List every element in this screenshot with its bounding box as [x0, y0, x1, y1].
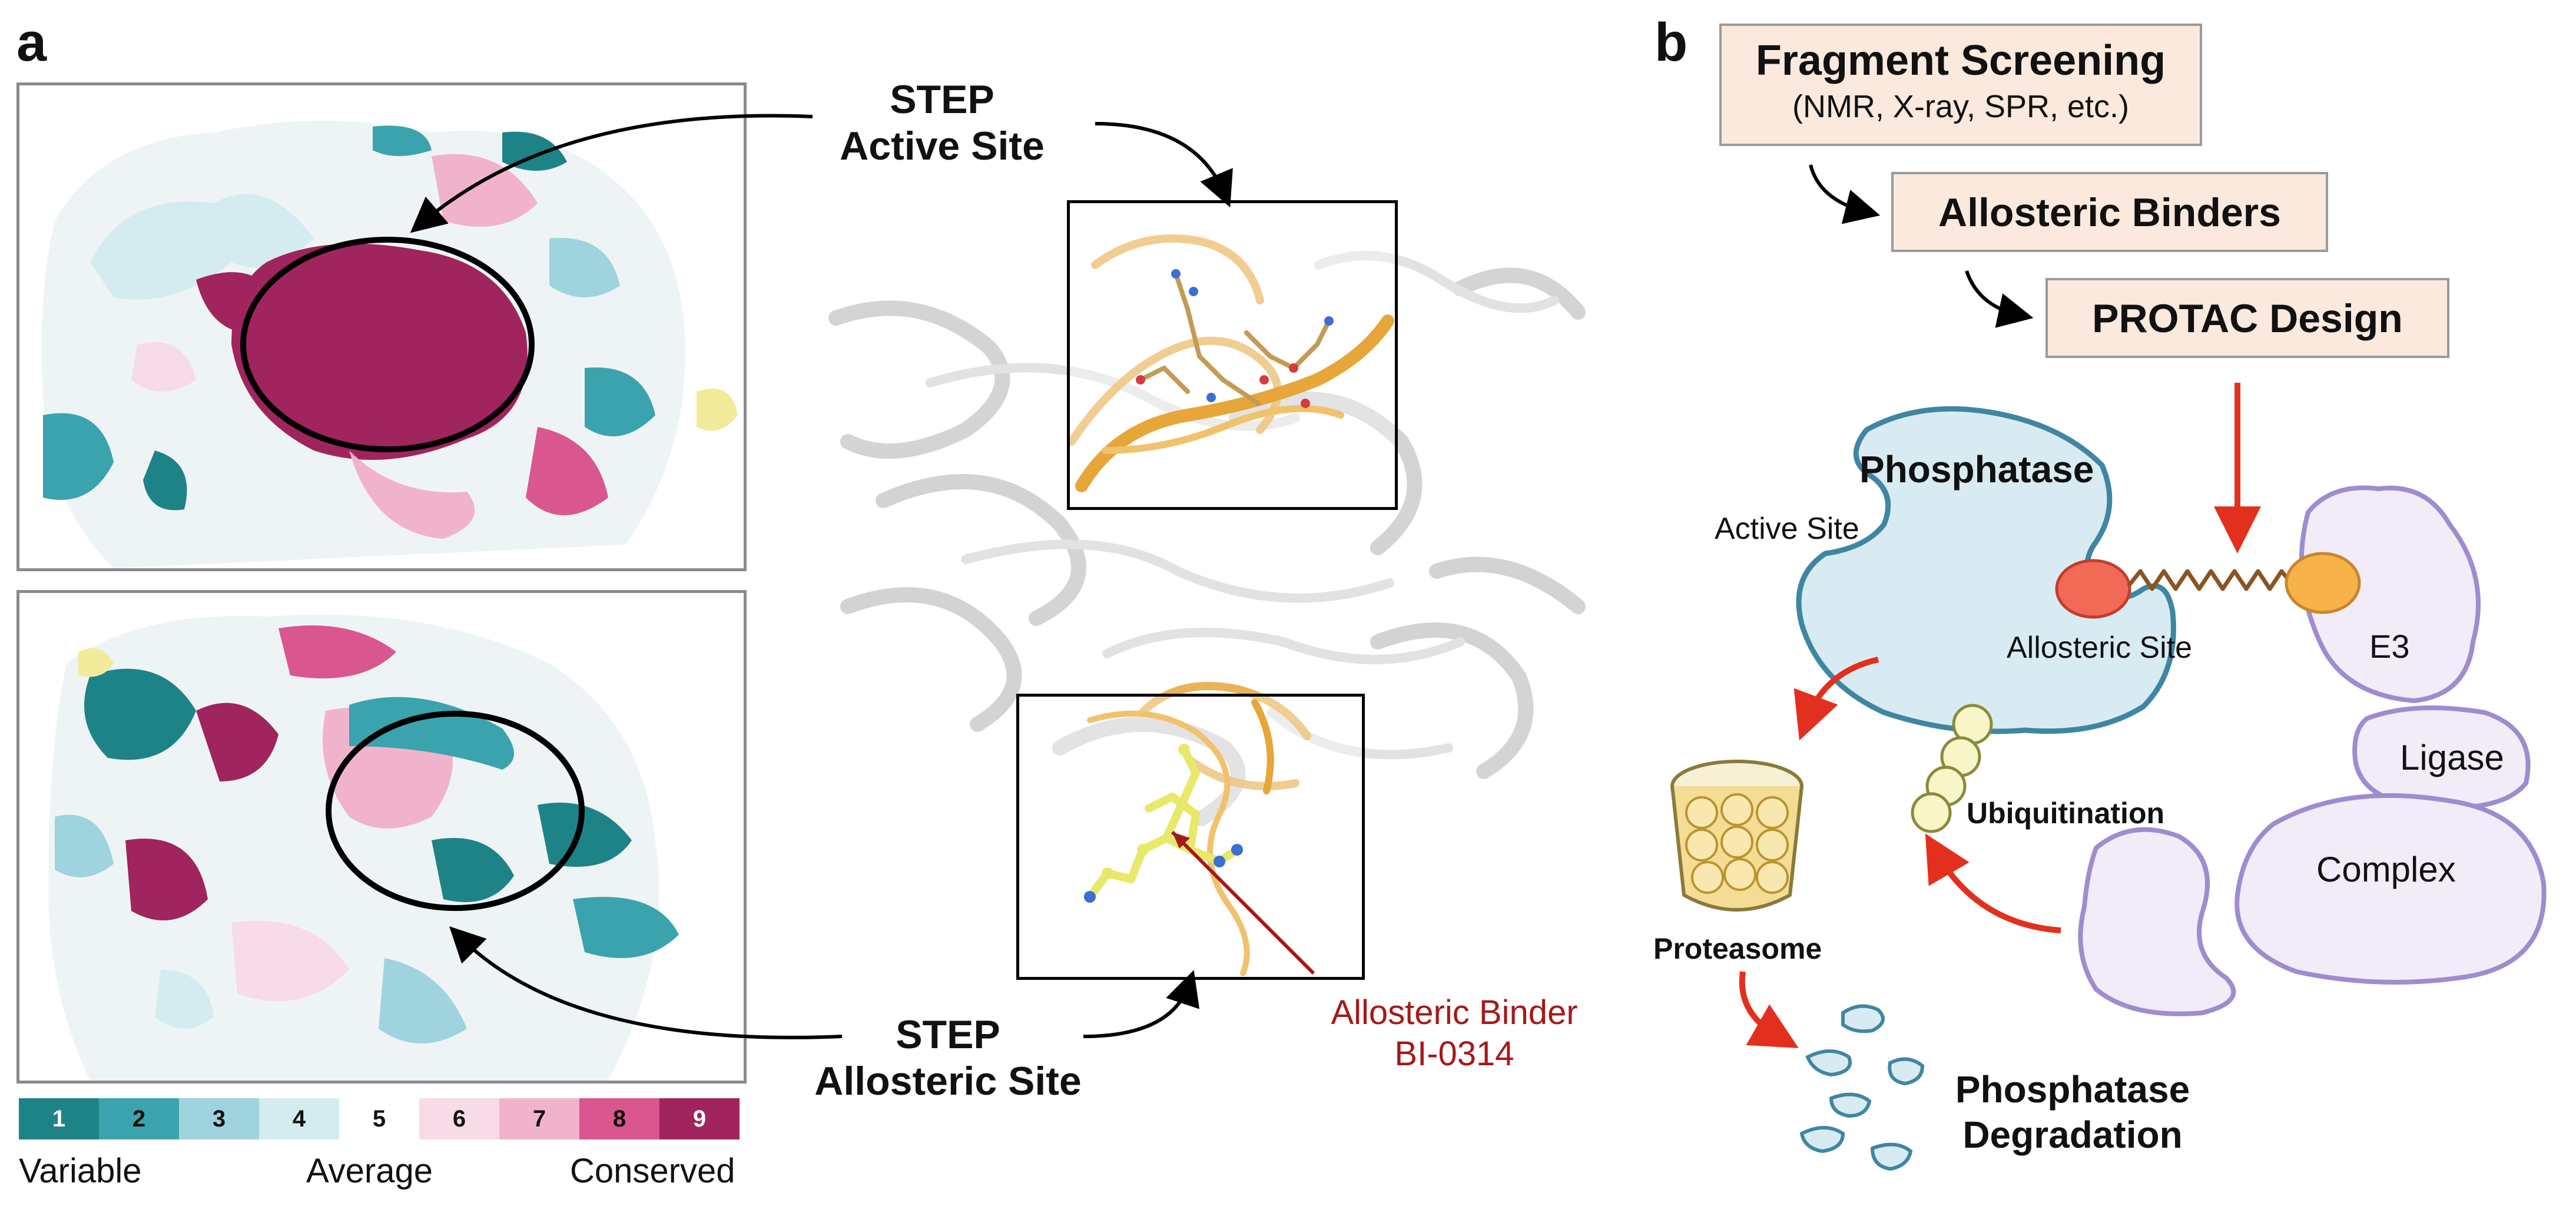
complex-label: Complex — [2316, 850, 2456, 889]
active-site-label: STEP Active Site — [807, 77, 1078, 170]
ubiquitination-label: Ubiquitination — [1967, 797, 2165, 830]
allosteric-binders-box: Allosteric Binders — [1891, 172, 2328, 252]
active-site-zoom-box — [1067, 200, 1398, 510]
scale-cell-8: 8 — [579, 1098, 659, 1139]
allosteric-site-surface-image — [16, 590, 747, 1084]
panel-b-letter: b — [1655, 12, 1688, 72]
protein-ribbon-structure — [813, 194, 1602, 907]
allosteric-binder-label: Allosteric Binder BI-0314 — [1289, 992, 1619, 1074]
panel-a-letter: a — [16, 12, 47, 72]
allosteric-site-b-label: Allosteric Site — [2007, 631, 2192, 665]
allosteric-binder-label-line2: BI-0314 — [1394, 1034, 1514, 1073]
allosteric-site-label: STEP Allosteric Site — [789, 1012, 1107, 1105]
scale-cell-7: 7 — [499, 1098, 579, 1139]
scale-cell-1: 1 — [19, 1098, 99, 1139]
allosteric-binders-title: Allosteric Binders — [1938, 190, 2281, 235]
protac-mechanism-graphic — [1670, 164, 2547, 1171]
protac-design-box: PROTAC Design — [2045, 278, 2449, 358]
allosteric-binder-label-line1: Allosteric Binder — [1331, 993, 1578, 1032]
ligase-label: Ligase — [2400, 738, 2504, 777]
scale-label-variable: Variable — [19, 1152, 142, 1190]
phosphatase-degradation-label: Phosphatase Degradation — [1931, 1067, 2214, 1158]
protac-design-title: PROTAC Design — [2092, 296, 2403, 341]
fragment-screening-title: Fragment Screening — [1755, 37, 2166, 84]
allosteric-site-zoom-box — [1016, 694, 1365, 980]
active-site-label-line2: Active Site — [840, 123, 1045, 168]
scale-cell-4: 4 — [259, 1098, 339, 1139]
fragment-screening-box: Fragment Screening (NMR, X-ray, SPR, etc… — [1719, 24, 2202, 146]
scale-cell-5: 5 — [339, 1098, 419, 1139]
fragment-screening-subtitle: (NMR, X-ray, SPR, etc.) — [1792, 89, 2130, 124]
allosteric-site-label-line1: STEP — [896, 1012, 1000, 1057]
scale-label-average: Average — [306, 1152, 433, 1190]
scale-cell-9: 9 — [659, 1098, 740, 1139]
scale-cell-2: 2 — [99, 1098, 179, 1139]
scale-label-conserved: Conserved — [570, 1152, 735, 1190]
phosphatase-degradation-line2: Degradation — [1962, 1113, 2183, 1156]
scale-cell-3: 3 — [179, 1098, 259, 1139]
panel-a-arrows — [410, 114, 1233, 1039]
phosphatase-label: Phosphatase — [1859, 448, 2094, 491]
proteasome-label: Proteasome — [1653, 932, 1822, 965]
scale-cell-6: 6 — [419, 1098, 499, 1139]
e3-label: E3 — [2369, 628, 2410, 665]
active-site-label-line1: STEP — [890, 77, 994, 122]
active-site-b-label: Active Site — [1715, 512, 1859, 546]
allosteric-site-label-line2: Allosteric Site — [814, 1058, 1082, 1104]
phosphatase-degradation-line1: Phosphatase — [1955, 1068, 2190, 1111]
